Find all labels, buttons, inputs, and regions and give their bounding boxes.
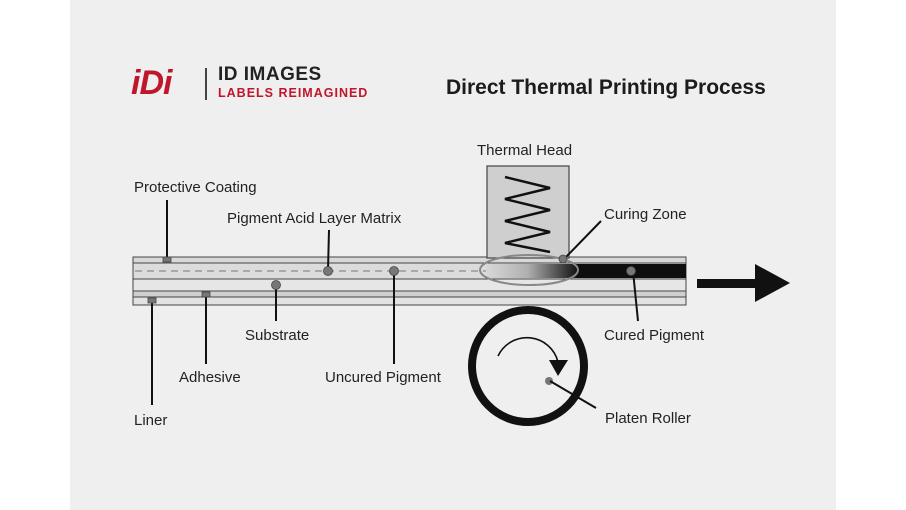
heating-coil-icon (504, 175, 551, 254)
label-protective-coating: Protective Coating (134, 179, 257, 196)
liner-layer (132, 296, 687, 306)
curing-zone-ellipse (479, 254, 579, 286)
label-curing-zone: Curing Zone (604, 206, 687, 223)
label-platen-roller: Platen Roller (605, 410, 691, 427)
paper-background (70, 0, 836, 510)
protective-coating-layer (132, 256, 687, 264)
label-cured-pigment: Cured Pigment (604, 327, 705, 344)
label-uncured-pigment: Uncured Pigment (325, 369, 441, 386)
label-pigment-acid-layer-matrix: Pigment Acid Layer Matrix (227, 210, 402, 227)
logo-divider (205, 68, 207, 100)
platen-roller (468, 306, 588, 426)
label-thermal-head: Thermal Head (477, 142, 573, 159)
adhesive-layer (132, 290, 687, 298)
leader-dots (147, 254, 636, 304)
thermal-head (486, 165, 570, 259)
brand-logo-mark: iDi (131, 64, 172, 102)
leader-lines (151, 200, 639, 409)
label-substrate: Substrate (245, 327, 310, 344)
label-strip (132, 256, 687, 306)
diagram-title: Direct Thermal Printing Process (446, 76, 766, 99)
label-adhesive: Adhesive (179, 369, 241, 386)
label-liner: Liner (134, 412, 168, 429)
rotation-arrow-icon (497, 336, 559, 363)
arrow-right-icon (697, 264, 790, 302)
curing-gradient (486, 264, 578, 278)
brand-tagline: LABELS REIMAGINED (218, 86, 369, 100)
brand-name: ID IMAGES (218, 64, 322, 85)
substrate-layer (132, 278, 687, 292)
